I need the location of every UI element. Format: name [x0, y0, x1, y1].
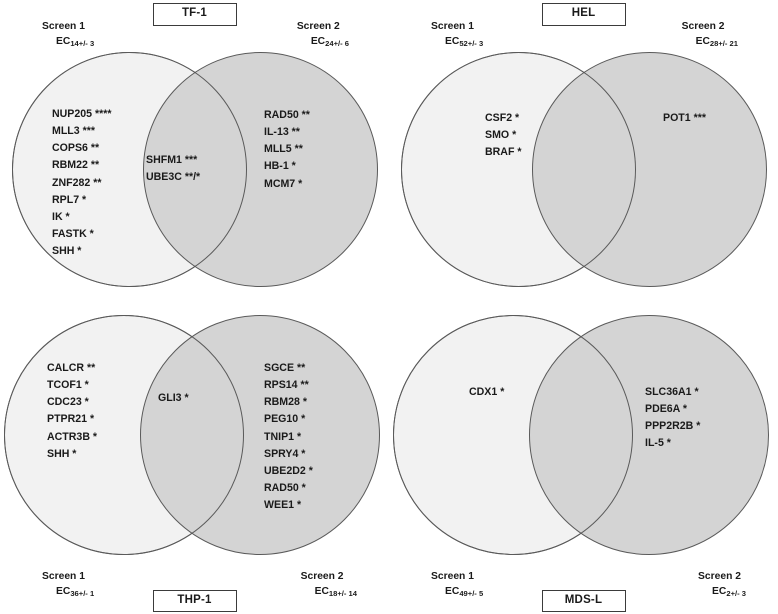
gene-list-intersection-thp1: GLI3 * — [158, 390, 189, 407]
gene-list-left-mdsl: CDX1 * — [469, 384, 504, 401]
gene-entry: ZNF282 ** — [52, 176, 102, 189]
gene-entry: CALCR ** — [47, 362, 96, 374]
screen1-ec-hel: EC52+/- 3 — [445, 35, 484, 48]
gene-entry: MLL3 *** — [52, 125, 95, 138]
gene-entry: CDC23 * — [47, 396, 89, 409]
screen1-label-mdsl: Screen 1 — [431, 571, 474, 583]
screen2-caption-hel: Screen 2 EC28+/- 21 — [682, 20, 738, 50]
panel-mdsl: CDX1 * SLC36A1 * PDE6A * PPP2R2B * IL-5 * S… — [389, 307, 778, 614]
screen1-caption-tf1: Screen 1 EC14+/- 3 — [42, 20, 94, 50]
gene-entry: SHH * — [47, 447, 77, 460]
gene-entry: SPRY4 * — [264, 447, 306, 460]
gene-entry: RBM28 * — [264, 396, 307, 409]
gene-list-right-tf1: RAD50 ** IL-13 ** MLL5 ** HB-1 * MCM7 * — [264, 107, 310, 193]
gene-entry: POT1 *** — [663, 112, 706, 124]
gene-entry: MCM7 * — [264, 177, 303, 190]
gene-entry: RBM22 ** — [52, 159, 100, 172]
gene-entry: COPS6 ** — [52, 142, 100, 155]
gene-entry: IK * — [52, 210, 70, 223]
gene-entry: SMO * — [485, 129, 517, 142]
venn-tf1 — [0, 0, 389, 307]
screen1-ec-thp1: EC36+/- 1 — [56, 586, 95, 599]
panel-thp1: CALCR ** TCOF1 * CDC23 * PTPR21 * ACTR3B * SH… — [0, 307, 389, 614]
gene-list-intersection-tf1: SHFM1 *** UBE3C **/* — [146, 152, 200, 186]
screen2-label-thp1: Screen 2 — [300, 571, 344, 583]
gene-entry: RAD50 ** — [264, 109, 310, 121]
gene-entry: NUP205 **** — [52, 108, 112, 120]
gene-list-left-tf1: NUP205 **** MLL3 *** COPS6 ** RBM22 ** ZNF28… — [52, 106, 111, 260]
screen1-ec-tf1: EC14+/- 3 — [56, 35, 95, 48]
screen2-label-hel: Screen 2 — [681, 21, 725, 32]
screen2-label-mdsl: Screen 2 — [698, 571, 741, 583]
gene-entry: UBE2D2 * — [264, 464, 313, 477]
screen1-label-thp1: Screen 1 — [42, 571, 85, 583]
gene-entry: UBE3C **/* — [146, 171, 201, 184]
screen1-caption-mdsl: Screen 1 EC49+/- 5 — [431, 570, 483, 600]
venn-hel — [389, 0, 778, 307]
gene-entry: SLC36A1 * — [645, 386, 699, 398]
gene-entry: ACTR3B * — [47, 430, 98, 443]
gene-entry: CDX1 * — [469, 386, 505, 398]
panel-title-tf1: TF-1 — [152, 3, 237, 26]
gene-entry: MLL5 ** — [264, 143, 303, 156]
venn-circle-right-mdsl — [529, 315, 769, 555]
screen1-ec-mdsl: EC49+/- 5 — [445, 586, 484, 599]
gene-entry: RPL7 * — [52, 193, 87, 206]
screen1-caption-thp1: Screen 1 EC36+/- 1 — [42, 570, 94, 600]
venn-thp1 — [0, 307, 389, 614]
screen2-ec-hel: EC28+/- 21 — [695, 35, 738, 48]
gene-entry: PDE6A * — [645, 403, 687, 416]
screen1-label-tf1: Screen 1 — [42, 21, 85, 32]
panel-title-mdsl: MDS-L — [541, 589, 626, 612]
panel-tf1: TF-1 Screen 1 EC14+/- 3 Screen 2 EC24+/-… — [0, 0, 389, 307]
gene-entry: HB-1 * — [264, 160, 296, 173]
venn-circle-right-tf1 — [143, 52, 378, 287]
gene-entry: PEG10 * — [264, 413, 306, 426]
panel-title-hel: HEL — [541, 3, 626, 26]
gene-entry: CSF2 * — [485, 112, 520, 124]
gene-list-left-thp1: CALCR ** TCOF1 * CDC23 * PTPR21 * ACTR3B * SH… — [47, 360, 97, 463]
screen2-ec-mdsl: EC2+/- 3 — [712, 586, 746, 599]
gene-entry: WEE1 * — [264, 499, 302, 512]
gene-entry: RPS14 ** — [264, 379, 309, 392]
gene-entry: SHFM1 *** — [146, 154, 198, 166]
gene-entry: RAD50 * — [264, 482, 306, 495]
panel-title-thp1: THP-1 — [152, 589, 237, 612]
venn-circle-right-thp1 — [140, 315, 380, 555]
gene-entry: GLI3 * — [158, 392, 189, 404]
gene-list-right-hel: POT1 *** — [663, 110, 706, 127]
screen2-ec-tf1: EC24+/- 6 — [310, 35, 349, 48]
gene-entry: FASTK * — [52, 228, 94, 241]
screen2-caption-thp1: Screen 2 EC18+/- 14 — [301, 570, 357, 600]
gene-entry: BRAF * — [485, 146, 522, 159]
gene-entry: IL-5 * — [645, 437, 671, 450]
gene-list-right-thp1: SGCE ** RPS14 ** RBM28 * PEG10 * TNIP1 * SPRY… — [264, 360, 313, 514]
venn-circle-right-hel — [532, 52, 767, 287]
venn-mdsl — [389, 307, 778, 614]
gene-entry: TNIP1 * — [264, 430, 302, 443]
gene-entry: PTPR21 * — [47, 413, 95, 426]
screen2-ec-thp1: EC18+/- 14 — [314, 586, 357, 599]
screen1-caption-hel: Screen 1 EC52+/- 3 — [431, 20, 483, 50]
screen2-label-tf1: Screen 2 — [296, 21, 340, 32]
gene-entry: SHH * — [52, 245, 82, 258]
gene-list-right-mdsl: SLC36A1 * PDE6A * PPP2R2B * IL-5 * — [645, 384, 700, 453]
gene-list-left-hel: CSF2 * SMO * BRAF * — [485, 110, 522, 161]
panel-hel: HEL Screen 1 EC52+/- 3 Screen 2 EC28+/- … — [389, 0, 778, 307]
gene-entry: SGCE ** — [264, 362, 306, 374]
screen2-caption-tf1: Screen 2 EC24+/- 6 — [297, 20, 349, 50]
screen2-caption-mdsl: Screen 2 EC2+/- 3 — [698, 570, 746, 600]
gene-entry: IL-13 ** — [264, 126, 300, 139]
screen1-label-hel: Screen 1 — [431, 21, 474, 32]
gene-entry: PPP2R2B * — [645, 420, 701, 433]
gene-entry: TCOF1 * — [47, 379, 89, 392]
